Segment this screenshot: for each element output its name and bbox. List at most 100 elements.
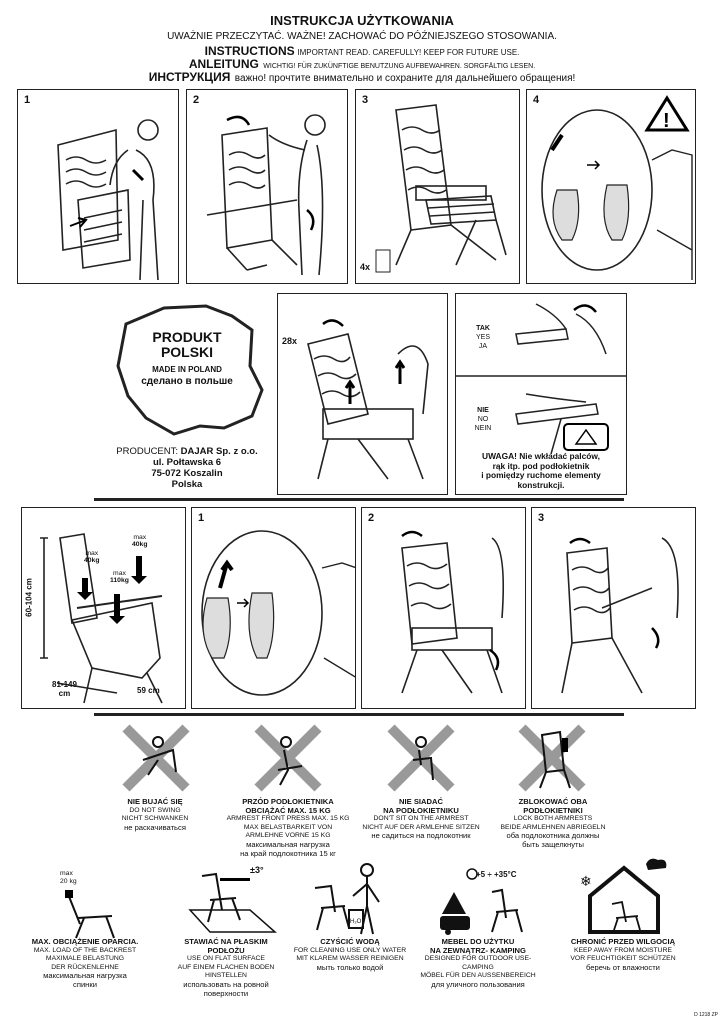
warning-title: NIE SIADAĆ [399, 797, 443, 806]
producer-address: PRODUCENT: DAJAR Sp. z o.o. ul. Połtawsk… [104, 446, 270, 490]
clean-water-icon: H₂O [314, 863, 380, 935]
load-label-armrest: max 40kg [132, 534, 148, 548]
produkt-line2: POLSKI [160, 344, 214, 360]
title-en: INSTRUCTIONS [204, 44, 295, 58]
warning-line: rąk itp. pod podłokietnik [492, 460, 590, 471]
made-in-poland: MADE IN POLAND [152, 365, 222, 374]
warning-de: MÖBEL FÜR DEN AUSSENBEREICH [420, 972, 536, 980]
max-value: 40kg [132, 541, 148, 548]
tent-icon [442, 892, 466, 914]
yes-labels: TAK YES JA [466, 324, 500, 351]
warning-keep-dry: CHRONIĆ PRZED WILGOCIĄ KEEP AWAY FROM MO… [558, 937, 688, 972]
warning-triangle-icon [644, 95, 690, 132]
warning-en: DESIGNED FOR OUTDOOR USE- CAMPING [424, 955, 532, 971]
document-code: D 1218 ZP [694, 1012, 718, 1018]
outdoor-camping-icon [440, 868, 523, 935]
warning-ru: максимальная нагрузка [43, 971, 127, 981]
spring-chair-illustration: 28x [282, 319, 429, 480]
adjust-step-2: 2 [361, 507, 526, 709]
finger-warning-text: UWAGA! Nie wkładać palców, rąk itp. pod … [456, 451, 626, 490]
warning-title: NA ZEWNĄTRZ- KAMPING [430, 945, 526, 955]
poland-map-outline [116, 304, 264, 436]
warning-title: PRZÓD PODŁOKIETNIKA [242, 797, 334, 806]
flat-surface-icon [188, 872, 277, 933]
warning-title: MAX. OBCIĄŻENIE OPARCIA. [31, 937, 139, 946]
max-label: max [133, 534, 147, 541]
warning-de: MAX BELASTBARKEIT VON [243, 823, 333, 831]
yes-en: YES [475, 334, 490, 341]
snowflake-icon: ❄ [580, 873, 592, 889]
cleaning-panel: 28x [277, 293, 448, 495]
fold-chair-illustration [57, 119, 159, 281]
warning-de: AUF EINEM FLACHEN BODEN [177, 963, 275, 971]
max-label: max [113, 570, 126, 577]
width-dimension: 59 cm [137, 686, 160, 695]
step-panel-1: 1 [17, 89, 179, 284]
step-number: 1 [24, 94, 31, 106]
step-panel-3: 3 4x [355, 89, 520, 284]
max-label: max [85, 550, 99, 557]
caravan-icon [440, 916, 470, 930]
warning-title: NA PODŁOKIETNIKU [383, 805, 459, 815]
cloud-icon [646, 858, 667, 870]
warning-en: DO NOT SWING [129, 806, 181, 814]
warning-title: NIE BUJAĆ SIĘ [127, 797, 183, 806]
warning-ru: максимальная нагрузка [246, 839, 330, 849]
lock-detail-illustration [201, 530, 355, 696]
warning-ru: использовать на ровной [183, 979, 269, 989]
no-en: NO [477, 416, 489, 423]
lock-mechanism-illustration: ! [541, 95, 693, 280]
step-number: 2 [368, 512, 375, 524]
warning-de: HINSTELLEN [205, 972, 247, 980]
temperature-range: +5 ÷ +35°C [476, 870, 517, 879]
warning-en: DON'T SIT ON THE ARMREST [373, 815, 469, 823]
warning-en: KEEP AWAY FROM MOISTURE [573, 946, 673, 954]
title-ru: ИНСТРУКЦИЯ [148, 70, 231, 84]
exclamation-icon: ! [663, 110, 670, 132]
title-pl: INSTRUKCJA UŻYTKOWANIA [270, 13, 454, 28]
lock-armrests-icon [518, 724, 586, 792]
warning-de: MIT KLAREM WASSER REINIGEN [296, 955, 404, 963]
angle-note: ±3° [250, 865, 264, 875]
length-dimension: 81-149 cm [52, 680, 77, 698]
producer-street: ul. Połtawska 6 [152, 457, 222, 468]
assembly-count: 4x [360, 262, 370, 272]
warning-de: BEIDE ARMLEHNEN ABRIEGELN [500, 823, 606, 831]
no-pl: NIE [477, 407, 489, 414]
warning-en: FOR CLEANING USE ONLY WATER [293, 946, 407, 954]
step-number: 2 [193, 94, 200, 106]
warning-ru: спинки [73, 979, 97, 989]
dimensions-panel: max 40kg max 40kg max 110kg 60-104 cm 81… [21, 507, 186, 709]
warning-ru: для уличного пользования [431, 979, 525, 989]
warning-title: CHRONIĆ PRZED WILGOCIĄ [570, 937, 676, 946]
pinch-hazard-icon [563, 423, 609, 451]
backrest-max-note: max 20 kg [60, 870, 77, 886]
open-chair-illustration: 4x [360, 104, 507, 273]
adjust-step-3: 3 [531, 507, 696, 709]
subtitle-en: IMPORTANT READ. CAREFULLY! KEEP FOR FUTU… [297, 48, 520, 57]
producer-name: DAJAR Sp. z o.o. [180, 446, 258, 457]
warning-ru: оба подлокотника должны [506, 831, 600, 841]
max-value: 110kg [110, 577, 129, 584]
step-number: 1 [198, 512, 205, 524]
warning-backrest-load: MAX. OBCIĄŻENIE OPARCIA. MAX. LOAD OF TH… [30, 937, 140, 990]
backrest-load-icon [65, 890, 115, 939]
step-number: 3 [538, 512, 545, 524]
load-label-seat: max 110kg [110, 570, 129, 584]
hands-on-armrest-illustration [456, 303, 626, 455]
warning-title: PODŁOKIETNIKI [523, 805, 583, 815]
warning-de: NICHT SCHWANKEN [121, 815, 189, 823]
warning-title: MEBEL DO UŻYTKU [441, 937, 515, 946]
section-divider [94, 713, 624, 716]
no-swing-icon [122, 724, 190, 792]
water-label: H₂O [350, 919, 362, 925]
subtitle-de: WICHTIG! FÜR ZUKÜNFTIGE BENUTZUNG AUFBEW… [263, 63, 536, 70]
dimensioned-chair-illustration [40, 533, 163, 704]
yes-pl: TAK [476, 325, 490, 332]
warning-ru: беречь от влажности [586, 962, 660, 972]
height-dimension: 60-104 cm [24, 578, 34, 617]
warning-title: CZYŚCIĆ WODĄ [320, 937, 380, 946]
max-value: 20 kg [60, 878, 77, 885]
warning-de: MAXIMALE BELASTUNG [45, 955, 125, 963]
finger-warning-panel: TAK YES JA NIE NO NEIN UWAGA! Nie wkłada… [455, 293, 627, 495]
